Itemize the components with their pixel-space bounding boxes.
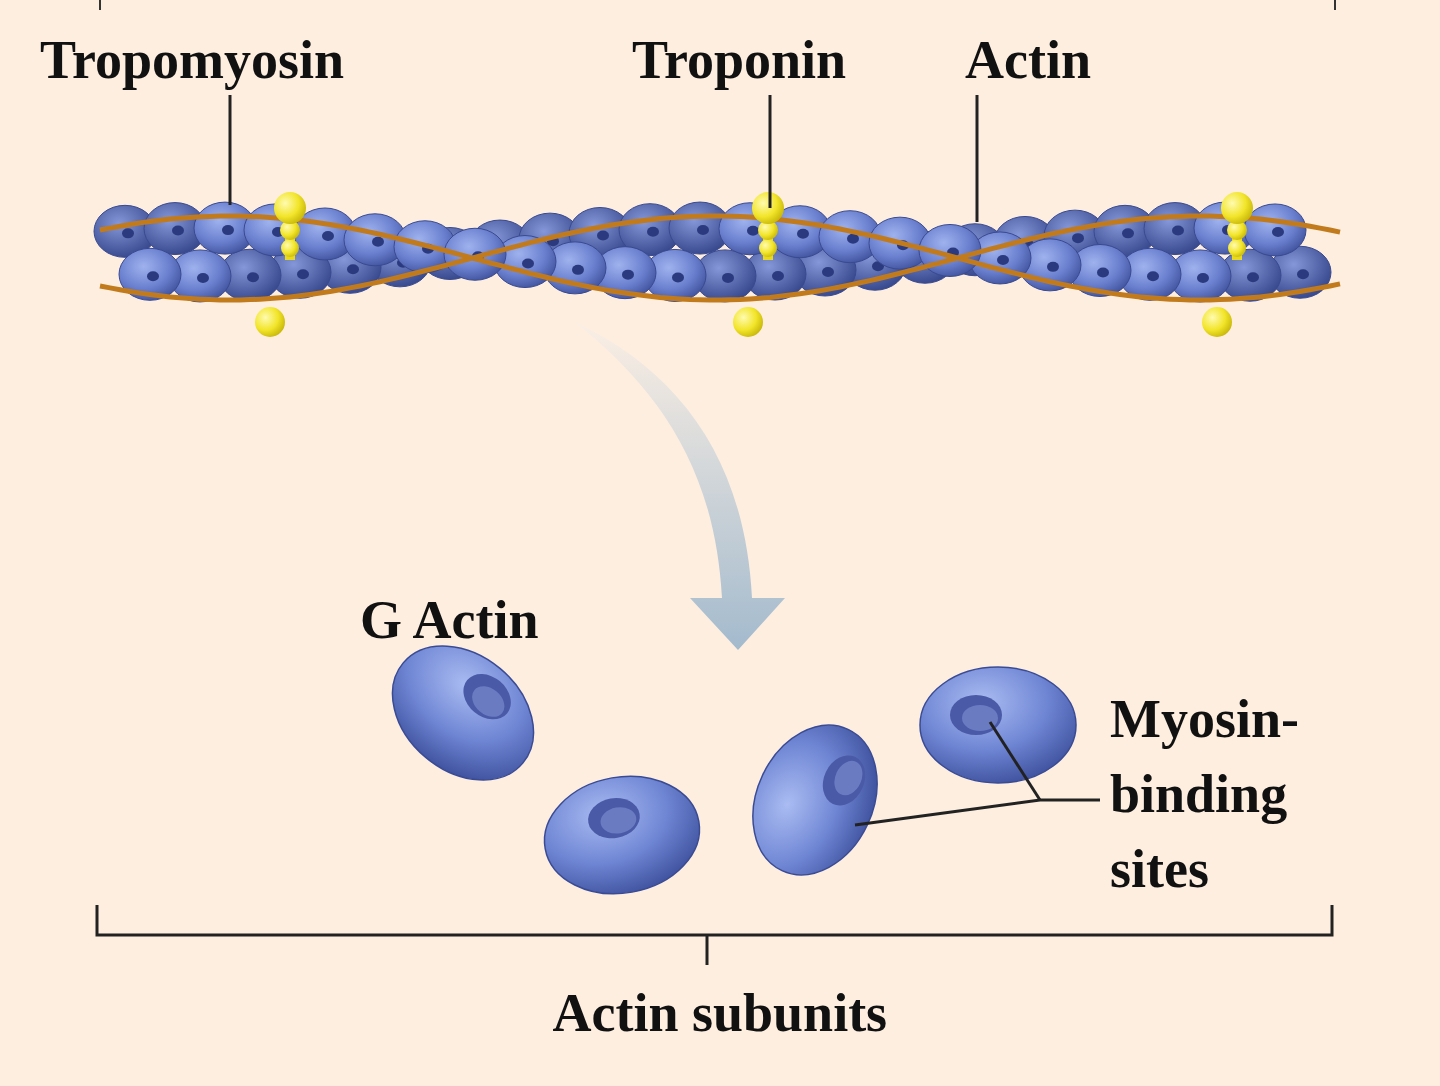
bead-dot: [1172, 226, 1184, 236]
bead-dot: [572, 265, 584, 275]
bead-dot: [1197, 273, 1209, 283]
myosin-binding-site: [585, 794, 643, 842]
bead-dot: [297, 269, 309, 279]
bead-dot: [1097, 267, 1109, 277]
bead-dot: [197, 273, 209, 283]
bead-dot: [247, 272, 259, 282]
troponin-subunit: [274, 192, 306, 224]
g-actin-subunit: [535, 764, 709, 905]
bead-dot: [1122, 228, 1134, 238]
bead-dot: [522, 259, 534, 269]
part-label: Myosin-binding sites: [1110, 682, 1360, 907]
troponin-subunit: [1228, 239, 1246, 257]
actin-bead: [1244, 204, 1306, 256]
binding-site-inner: [829, 756, 868, 800]
bead-dot: [147, 271, 159, 281]
bead-dot: [172, 226, 184, 236]
curved-arrow: [575, 322, 785, 650]
troponin-subunit: [281, 239, 299, 257]
bracket: [97, 905, 1332, 935]
part-label: Tropomyosin: [40, 30, 344, 90]
part-label: Actin: [965, 30, 1091, 90]
bead-dot: [697, 225, 709, 235]
myosin-binding-site: [815, 748, 873, 812]
frame-tick: [1334, 0, 1336, 10]
bead-dot: [122, 228, 134, 238]
bead-dot: [1147, 271, 1159, 281]
g-actin-subunit: [920, 667, 1076, 783]
g-actin-body: [535, 764, 709, 905]
bead-dot: [1247, 272, 1259, 282]
g-actin-body: [920, 667, 1076, 783]
bead-dot: [322, 231, 334, 241]
bead-dot: [1297, 269, 1309, 279]
leader-line: [855, 800, 1100, 825]
troponin-subunit: [752, 192, 784, 224]
binding-site-inner: [598, 804, 638, 836]
myosin-binding-site: [454, 665, 520, 729]
bead-dot: [997, 255, 1009, 265]
bead-dot: [1272, 227, 1284, 237]
leader-line: [229, 95, 232, 205]
leader-line: [976, 95, 979, 222]
bead-dot: [847, 234, 859, 244]
bead-dot: [1072, 233, 1084, 243]
bead-dot: [347, 264, 359, 274]
troponin-subunit: [733, 307, 763, 337]
group-label: Actin subunits: [553, 983, 888, 1043]
actin-filament: [94, 192, 1340, 337]
troponin-subunit: [759, 239, 777, 257]
bead-dot: [597, 231, 609, 241]
bead-dot: [1047, 262, 1059, 272]
bead-dot: [722, 273, 734, 283]
bead-dot: [747, 226, 759, 236]
bead-dot: [772, 271, 784, 281]
frame-tick: [99, 0, 101, 10]
part-label: Troponin: [632, 30, 846, 90]
troponin-subunit: [1221, 192, 1253, 224]
part-label: G Actin: [360, 590, 539, 650]
bead-dot: [622, 270, 634, 280]
troponin-subunit: [1202, 307, 1232, 337]
bead-dot: [372, 237, 384, 247]
bead-dot: [822, 267, 834, 277]
g-actin-body: [729, 705, 900, 895]
binding-site-inner: [466, 680, 510, 723]
troponin-subunit: [255, 307, 285, 337]
g-actin-subunit: [729, 705, 900, 895]
bead-dot: [222, 225, 234, 235]
leader-line: [990, 722, 1040, 800]
bead-dot: [647, 227, 659, 237]
bead-dot: [797, 229, 809, 239]
leader-line: [769, 95, 772, 208]
bead-dot: [672, 272, 684, 282]
bracket-tick: [706, 935, 709, 965]
g-actin-group: [366, 618, 1076, 905]
